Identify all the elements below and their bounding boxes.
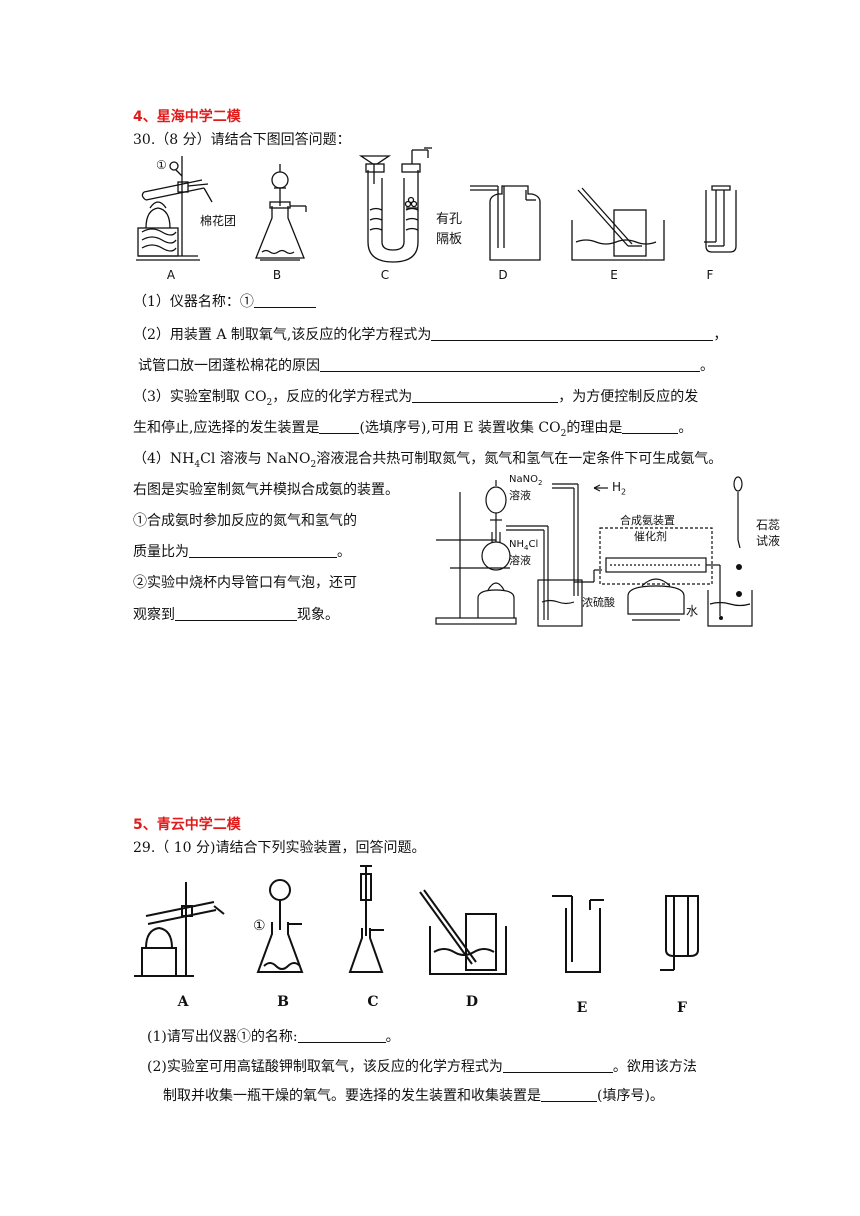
apparatus-figure-row-1 — [136, 147, 737, 263]
answer-blank-instrument-name[interactable] — [297, 1028, 386, 1043]
fig-label-b: B — [272, 268, 282, 282]
q30-part4c: ①合成氨时参加反应的氮气和氢气的 — [133, 513, 357, 529]
label-litmus-2: 试液 — [756, 534, 781, 548]
label-sulfuric-acid: 浓硫酸 — [582, 596, 615, 609]
q30-3b-t3: 的理由是 — [566, 420, 623, 436]
nh4cl-sub: 4 — [524, 544, 529, 552]
q30-3a-t1: （3）实验室制取 CO — [133, 389, 267, 405]
question-29-title: 29.（ 10 分)请结合下列实验装置，回答问题。 — [133, 840, 426, 856]
question-30-title: 30.（8 分）请结合下图回答问题： — [133, 132, 351, 148]
q29-1-text: (1)请写出仪器①的名称: — [147, 1029, 298, 1045]
label-nano2-solution: 溶液 — [509, 489, 531, 502]
label-synthesis-box: 合成氨装置 — [620, 514, 675, 527]
q30-2a-text: （2）用装置 A 制取氧气,该反应的化学方程式为 — [133, 327, 432, 343]
q29-2b-t1: 制取并收集一瓶干燥的氧气。要选择的发生装置和收集装置是 — [163, 1088, 541, 1104]
sub-2b: 2 — [560, 428, 567, 439]
label-nh4cl-solution: 溶液 — [509, 554, 531, 567]
q29-2a-t1: (2)实验室可用高锰酸钾制取氧气，该反应的化学方程式为 — [147, 1059, 503, 1075]
q30-part3a: （3）实验室制取 CO2，反应的化学方程式为 ，为方便控制反应的发 — [133, 387, 698, 413]
q30-part4f: 观察到 现象。 — [133, 605, 339, 625]
q30-part2b: 试管口放一团蓬松棉花的原因 。 — [138, 356, 714, 376]
answer-blank-kmno4-equation[interactable] — [502, 1058, 613, 1073]
label-nh4cl: NH4Cl — [509, 539, 538, 552]
fig2-label-e: E — [576, 1000, 588, 1016]
q30-4f-t1: 观察到 — [133, 607, 175, 623]
answer-blank-co2-equation[interactable] — [412, 388, 559, 403]
q30-3b-t1: 生和停止,应选择的发生装置是 — [133, 420, 320, 436]
q30-2b-text: 试管口放一团蓬松棉花的原因 — [138, 358, 320, 374]
label-nano2: NaNO2 — [509, 474, 542, 487]
q30-4d-t1: 质量比为 — [133, 544, 189, 560]
holey-label-1: 有孔 — [436, 212, 463, 227]
q30-2b-end: 。 — [700, 358, 714, 374]
fig-label-c: C — [380, 268, 390, 282]
q30-4a-t3: 溶液混合共热可制取氮气，氮气和氢气在一定条件下可生成氨气。 — [316, 451, 723, 467]
nano2-sub: 2 — [537, 479, 543, 487]
ammonia-synthesis-figure — [435, 476, 753, 627]
fig2-label-f: F — [677, 1000, 687, 1016]
fig-label-f: F — [706, 268, 714, 282]
answer-blank-equation-a[interactable] — [431, 326, 714, 341]
q30-3b-t2: (选填序号),可用 E 装置收集 CO — [359, 420, 561, 436]
answer-blank-device[interactable] — [319, 419, 360, 434]
apparatus-figure-row-2 — [134, 865, 699, 977]
q30-4a-t2: Cl 溶液与 NaNO — [200, 451, 311, 467]
q30-3a-t2: ，反应的化学方程式为 — [272, 389, 413, 405]
sub-2: 2 — [266, 397, 273, 408]
answer-blank-phenomenon[interactable] — [175, 606, 297, 621]
q30-part1: （1）仪器名称：① — [133, 292, 316, 312]
answer-blank-instrument[interactable] — [253, 293, 316, 308]
section-5-header: 5、青云中学二模 — [133, 817, 241, 833]
sub-2c: 2 — [310, 459, 317, 470]
nh4cl-t2: Cl — [528, 539, 539, 550]
q30-4d-end: 。 — [337, 544, 351, 560]
q30-part4d: 质量比为 。 — [133, 542, 351, 562]
q29-2b-t2: (填序号)。 — [597, 1088, 664, 1104]
h2-sub: 2 — [621, 487, 627, 497]
q29-part1: (1)请写出仪器①的名称: 。 — [147, 1027, 400, 1047]
q30-part4b: 右图是实验室制氮气并模拟合成氨的装置。 — [133, 482, 399, 498]
q30-part4a: （4）NH4Cl 溶液与 NaNO2溶液混合共热可制取氮气，氮气和氢气在一定条件… — [133, 449, 722, 475]
nh4cl-t1: NH — [509, 539, 524, 550]
q30-4a-t1: （4）NH — [133, 451, 195, 467]
label-h2: H2 — [612, 480, 626, 496]
fig-label-e: E — [610, 268, 618, 282]
q30-1-text: （1）仪器名称：① — [133, 294, 254, 310]
q30-3b-end: 。 — [678, 420, 693, 436]
fig2-label-b: B — [277, 994, 289, 1010]
fig2-label-d: D — [465, 994, 479, 1010]
section-4-header: 4、星海中学二模 — [133, 109, 241, 125]
fig-label-a: A — [166, 268, 176, 282]
label-litmus-1: 石蕊 — [756, 518, 781, 532]
answer-blank-mass-ratio[interactable] — [189, 543, 337, 558]
sub-4: 4 — [194, 459, 201, 470]
label-catalyst: 催化剂 — [634, 530, 667, 543]
h2-t1: H — [612, 480, 622, 494]
q29-part2b: 制取并收集一瓶干燥的氧气。要选择的发生装置和收集装置是 (填序号)。 — [163, 1086, 664, 1106]
cotton-label: 棉花团 — [200, 214, 237, 228]
q29-part2a: (2)实验室可用高锰酸钾制取氧气，该反应的化学方程式为 。欲用该方法 — [147, 1057, 697, 1077]
answer-blank-cotton-reason[interactable] — [320, 357, 700, 372]
circle-1-marker-b: ① — [253, 918, 266, 934]
q29-2a-t2: 。欲用该方法 — [612, 1059, 697, 1075]
holey-label-2: 隔板 — [436, 232, 463, 247]
label-water: 水 — [686, 604, 699, 618]
q30-part4e: ②实验中烧杯内导管口有气泡，还可 — [133, 575, 357, 591]
fig2-label-c: C — [367, 994, 379, 1010]
fig2-label-a: A — [177, 994, 189, 1010]
q30-4f-end: 现象。 — [297, 607, 339, 623]
q30-3a-t3: ，为方便控制反应的发 — [558, 389, 699, 405]
q30-2a-end: ， — [713, 327, 728, 343]
q29-1-end: 。 — [385, 1029, 400, 1045]
answer-blank-devices[interactable] — [541, 1087, 597, 1102]
q30-part2a: （2）用装置 A 制取氧气,该反应的化学方程式为 ， — [133, 325, 727, 345]
answer-blank-e-reason[interactable] — [622, 419, 679, 434]
circle-1-marker-a: ① — [156, 158, 167, 172]
nano2-t1: NaNO — [509, 474, 538, 485]
q30-part3b: 生和停止,应选择的发生装置是 (选填序号),可用 E 装置收集 CO2的理由是 。 — [133, 418, 692, 444]
fig-label-d: D — [498, 268, 508, 282]
